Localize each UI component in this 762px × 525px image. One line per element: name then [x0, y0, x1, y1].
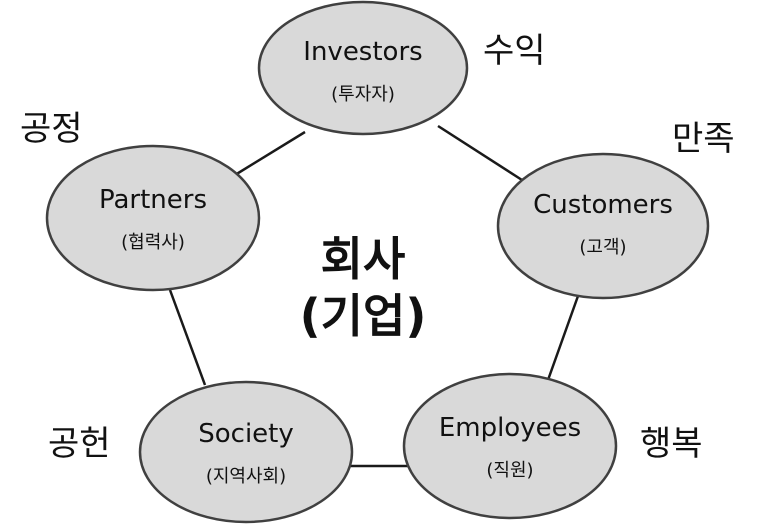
node-employees-name: Employees: [439, 413, 581, 443]
node-employees: Employees (직원): [402, 372, 618, 520]
center-title: 회사: [321, 232, 406, 286]
node-society-ellipse: [138, 380, 354, 524]
node-partners-name: Partners: [99, 185, 207, 215]
outcome-customers: 만족: [672, 119, 735, 159]
edge-partners-investors: [234, 130, 306, 177]
edge-customers-employees: [546, 295, 580, 381]
node-customers-name: Customers: [533, 190, 673, 220]
node-customers-sub: (고객): [579, 237, 626, 258]
outcome-employees: 행복: [640, 424, 703, 464]
node-society-sub: (지역사회): [206, 466, 286, 487]
node-society: Society (지역사회): [138, 380, 354, 524]
node-employees-ellipse: [402, 372, 618, 520]
node-investors: Investors (투자자): [257, 0, 469, 136]
center-subtitle: (기업): [300, 289, 427, 343]
outcome-investors: 수익: [483, 31, 546, 71]
node-partners-ellipse: [45, 144, 261, 292]
node-society-name: Society: [198, 419, 294, 449]
node-customers: Customers (고객): [496, 152, 710, 300]
node-customers-ellipse: [496, 152, 710, 300]
edge-investors-customers: [437, 124, 523, 182]
node-partners: Partners (협력사): [45, 144, 261, 292]
outcome-partners: 공정: [20, 109, 83, 149]
node-investors-ellipse: [257, 0, 469, 136]
node-investors-name: Investors: [303, 37, 422, 67]
edge-society-partners: [168, 289, 207, 386]
node-partners-sub: (협력사): [121, 232, 185, 253]
node-employees-sub: (직원): [486, 460, 533, 481]
outcome-society: 공헌: [48, 424, 111, 464]
node-investors-sub: (투자자): [331, 84, 395, 105]
